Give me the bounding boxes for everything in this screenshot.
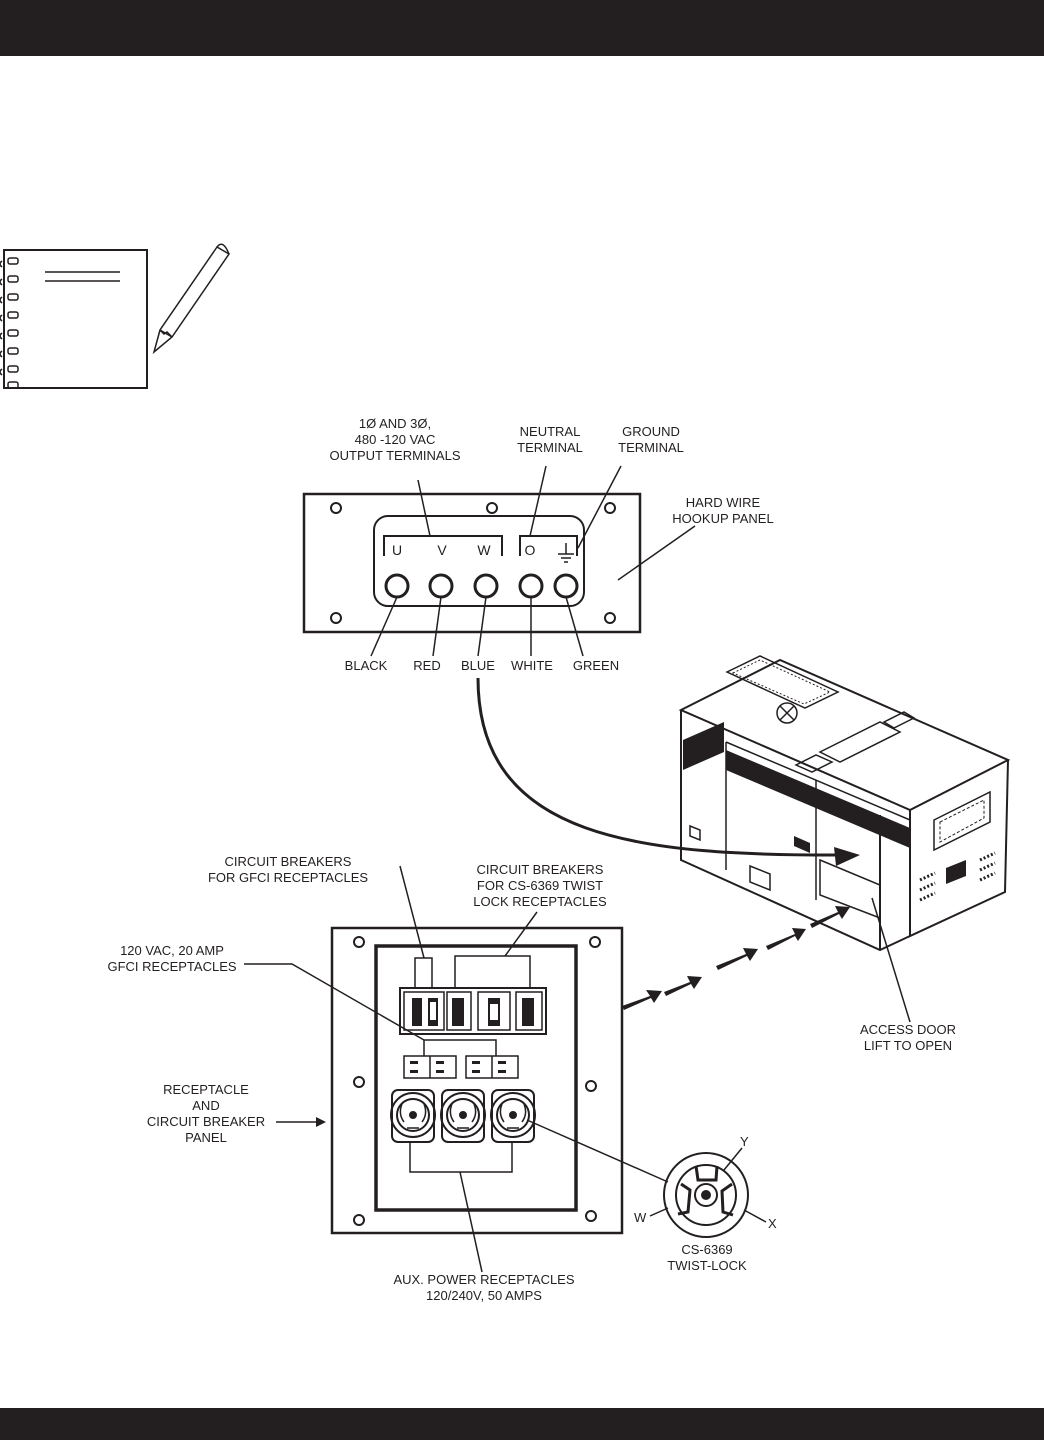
- ground-terminal-label: GROUND: [622, 424, 680, 439]
- aux-power-label: AUX. POWER RECEPTACLES: [393, 1272, 574, 1287]
- hard-wire-panel-label: HARD WIRE: [686, 495, 761, 510]
- output-terminals-label: 1Ø AND 3Ø,: [359, 416, 431, 431]
- hard-wire-hookup-panel: [302, 465, 696, 657]
- terminal-u-label: U: [392, 542, 402, 558]
- twist-lock-plug-detail: [649, 1147, 767, 1238]
- receptacle-panel-label: RECEPTACLE: [163, 1082, 249, 1097]
- receptacle-panel: [244, 865, 669, 1273]
- notebook-icon: [0, 249, 148, 389]
- wire-red-label: RED: [413, 658, 440, 673]
- wire-green-label: GREEN: [573, 658, 619, 673]
- ground-symbol-icon: [558, 543, 574, 563]
- pin-y-label: Y: [740, 1134, 749, 1149]
- terminal-v-label: V: [437, 542, 447, 558]
- wire-black-label: BLACK: [345, 658, 388, 673]
- gfci-receptacles-label: 120 VAC, 20 AMP: [120, 943, 224, 958]
- pin-x-label: X: [768, 1216, 777, 1231]
- neutral-terminal-label: NEUTRAL: [520, 424, 581, 439]
- terminal-w-label: W: [477, 542, 491, 558]
- access-door-label: ACCESS DOOR: [860, 1022, 956, 1037]
- direction-arrows: [622, 906, 850, 1010]
- header-band: [0, 0, 1044, 56]
- cb-gfci-label: CIRCUIT BREAKERS: [225, 854, 352, 869]
- wire-blue-label: BLUE: [461, 658, 495, 673]
- generator-enclosure: [678, 655, 1011, 952]
- cb-twist-lock-label: CIRCUIT BREAKERS: [477, 862, 604, 877]
- pin-w-label: W: [634, 1210, 647, 1225]
- footer-band: [0, 1408, 1044, 1440]
- twist-lock-label: CS-6369: [681, 1242, 732, 1257]
- terminal-o-label: O: [525, 542, 536, 558]
- pencil-icon: [152, 243, 231, 355]
- wire-white-label: WHITE: [511, 658, 553, 673]
